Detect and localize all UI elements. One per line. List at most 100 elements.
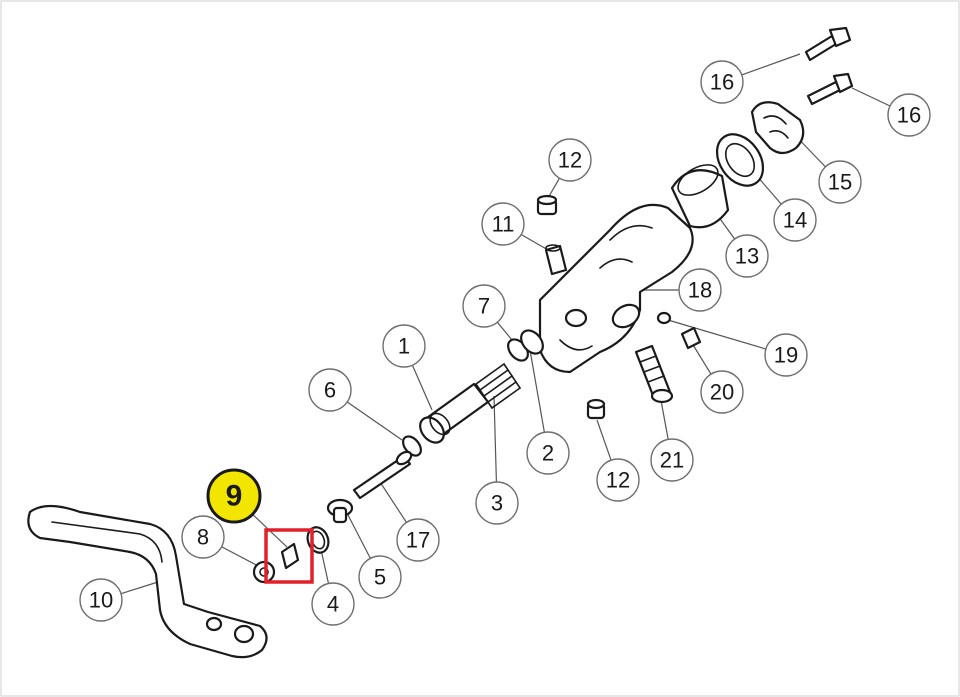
- callout-number: 21: [660, 448, 684, 473]
- callout-c1: 1: [382, 324, 426, 368]
- leader-line-c7: [496, 321, 513, 341]
- callout-number: 11: [492, 212, 515, 237]
- part-1-piston: [419, 382, 490, 444]
- callout-circle: [181, 515, 225, 559]
- callout-circle: [475, 481, 519, 525]
- callout-circle: [773, 198, 817, 242]
- callout-c12a: 12: [548, 138, 592, 182]
- callout-c20: 20: [700, 370, 744, 414]
- leader-line-c11: [520, 233, 549, 251]
- part-11-pin: [544, 244, 568, 276]
- callout-number: 18: [688, 278, 712, 303]
- callout-c4: 4: [311, 582, 355, 626]
- callout-number: 16: [710, 70, 734, 95]
- highlight-badge: 9: [206, 468, 289, 549]
- callout-c12b: 12: [596, 458, 640, 502]
- leader-line-c19: [667, 319, 767, 350]
- callout-c17: 17: [396, 518, 440, 562]
- callout-number: 10: [89, 588, 113, 613]
- callout-circle: [700, 370, 744, 414]
- callout-circle: [462, 284, 506, 328]
- callout-c18: 18: [678, 268, 722, 312]
- highlight-circle: [206, 468, 262, 524]
- parts: [27, 26, 854, 659]
- master-cylinder-body: [538, 203, 694, 374]
- callout-number: 4: [327, 592, 339, 617]
- callout-number: 2: [542, 441, 554, 466]
- callout-number: 5: [374, 565, 386, 590]
- callout-circle: [818, 160, 862, 204]
- callout-circle: [382, 324, 426, 368]
- callout-c19: 19: [764, 333, 808, 377]
- callout-circle: [764, 333, 808, 377]
- callout-number: 15: [828, 170, 852, 195]
- highlight-label: 9: [226, 480, 243, 513]
- callout-number: 1: [398, 334, 410, 359]
- callout-number: 19: [774, 343, 798, 368]
- part-5-boot: [326, 498, 354, 524]
- leader-line-c16b: [851, 87, 891, 107]
- callout-circle: [358, 555, 402, 599]
- callout-circle: [526, 431, 570, 475]
- callout-c16b: 16: [887, 93, 931, 137]
- callout-circle: [700, 60, 744, 104]
- callout-circle: [308, 368, 352, 412]
- callout-c3: 3: [475, 481, 519, 525]
- highlight-box: [264, 528, 314, 584]
- callout-circle: [548, 138, 592, 182]
- part-16-bolt-upper: [804, 26, 852, 62]
- callout-c14: 14: [773, 198, 817, 242]
- part-14-diaphragm: [715, 133, 765, 187]
- callout-c10: 10: [79, 578, 123, 622]
- callout-number: 3: [491, 491, 503, 516]
- part-9-pin: [280, 542, 300, 570]
- callout-circle: [396, 518, 440, 562]
- callout-number: 12: [606, 468, 630, 493]
- callout-labels: 16 16 15 14 13 12 11 18 7 1 19 20 6 2 21 12 3 17 8 5 4 10: [79, 60, 931, 626]
- callout-number: 8: [197, 525, 209, 550]
- callout-c15: 15: [818, 160, 862, 204]
- callout-number: 16: [897, 103, 921, 128]
- leader-line-c3: [493, 395, 498, 483]
- callout-number: 20: [710, 380, 734, 405]
- leader-line-c10: [120, 581, 159, 595]
- callout-c13: 13: [725, 234, 769, 278]
- leader-line-c1: [411, 364, 433, 411]
- part-20-set-screw: [680, 326, 702, 350]
- callout-circle: [887, 93, 931, 137]
- part-19-oring: [656, 311, 672, 325]
- callout-number: 17: [406, 528, 430, 553]
- callout-c16a: 16: [700, 60, 744, 104]
- part-21-adjuster: [634, 344, 674, 404]
- leader-line-c17: [379, 481, 407, 523]
- callout-c11: 11: [481, 202, 525, 246]
- callout-number: 12: [558, 148, 582, 173]
- callout-c5: 5: [358, 555, 402, 599]
- part-15-clamp: [750, 101, 805, 155]
- leader-line-c5: [347, 514, 371, 559]
- callout-c6: 6: [308, 368, 352, 412]
- callout-c7: 7: [462, 284, 506, 328]
- part-17-push-rod: [352, 450, 413, 500]
- callout-number: 7: [478, 294, 490, 319]
- leader-line-c12a: [547, 177, 560, 199]
- leader-line-c2: [529, 349, 545, 433]
- callout-circle: [311, 582, 355, 626]
- part-16-bolt-lower: [806, 72, 854, 106]
- leader-lines: [120, 53, 891, 595]
- part-2-seal: [520, 329, 544, 355]
- callout-c8: 8: [181, 515, 225, 559]
- part-13-reservoir: [670, 164, 730, 229]
- callout-number: 13: [735, 244, 759, 269]
- callout-circle: [650, 438, 694, 482]
- part-8-bushing: [252, 560, 276, 584]
- callout-circle: [596, 458, 640, 502]
- leader-line-c16a: [741, 53, 801, 76]
- callout-circle: [678, 268, 722, 312]
- part-12-bleed-screw-upper: [536, 194, 558, 216]
- callout-circle: [79, 578, 123, 622]
- part-12-bleed-screw-lower: [586, 398, 606, 420]
- leader-line-c12b: [596, 419, 612, 461]
